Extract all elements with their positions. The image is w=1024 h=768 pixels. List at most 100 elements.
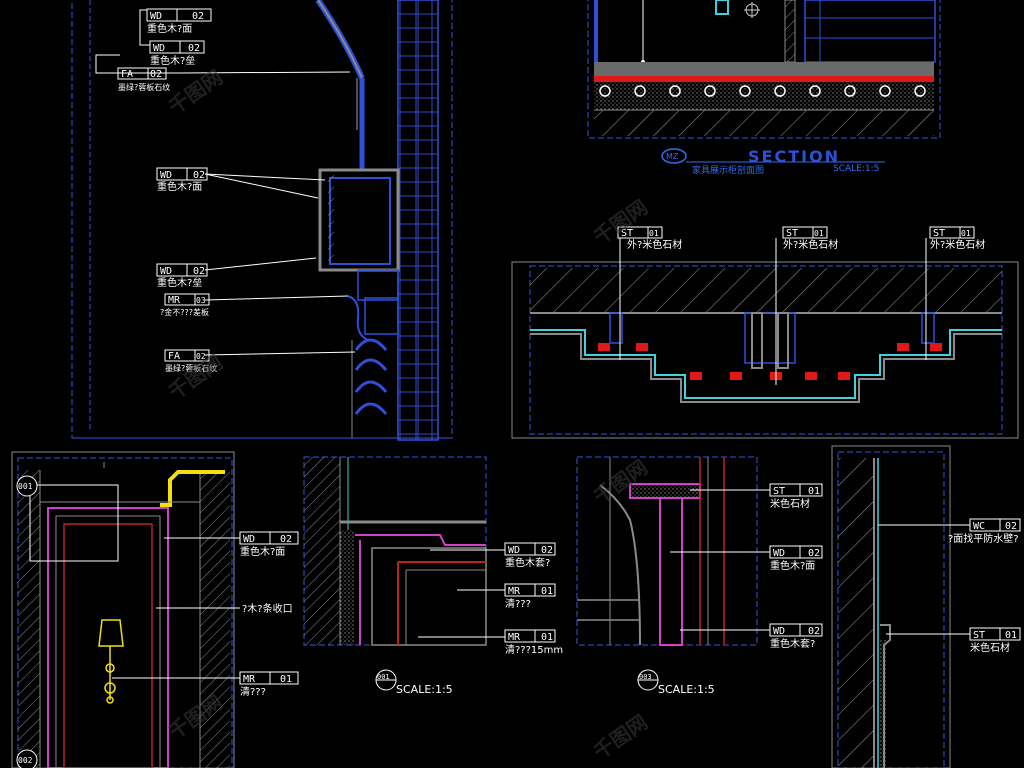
tag-num: 02	[808, 548, 820, 559]
callout-bubble-002: 002	[16, 749, 38, 768]
material-tag-wd02-door: WD 02 重色木?面	[239, 531, 299, 558]
material-tag-wd02-d003a: WD 02 重色木?面	[769, 545, 823, 572]
tag-code: ST	[973, 630, 985, 641]
tag-text: 重色木套?	[770, 637, 815, 650]
callout-id: 001	[18, 482, 33, 491]
detail-id: 003	[639, 673, 652, 681]
detail-scale: SCALE:1:5	[396, 683, 453, 696]
tag-code: WD	[773, 626, 785, 637]
tag-num: 01	[649, 229, 659, 238]
section-scale: SCALE:1:5	[833, 164, 879, 174]
tag-text: 清???15mm	[505, 643, 563, 656]
material-tag-mr01-d001b: MR 01 清???15mm	[504, 629, 563, 656]
tag-text: 重色木?面	[157, 180, 202, 193]
tag-num: 02	[196, 352, 206, 361]
tag-code: WD	[243, 534, 255, 545]
tag-num: 02	[1005, 521, 1017, 532]
tag-text: 外?米色石材	[783, 238, 838, 251]
tag-code: WD	[773, 548, 785, 559]
material-tag-st01-wall: ST 01 米色石材	[969, 627, 1021, 654]
ceiling-leaders	[619, 238, 927, 385]
tag-text: 重色木?垒	[150, 54, 195, 67]
material-tag-st01-a: ST 01 外?米色石材	[617, 226, 682, 251]
tag-num: 02	[280, 534, 292, 545]
detail-003-drawing	[576, 456, 770, 646]
material-tag-st01-d003: ST 01 米色石材	[769, 483, 823, 510]
led-strip-markers	[598, 343, 942, 380]
door-elevation-detail: 001 002	[11, 451, 240, 768]
tag-num: 01	[961, 229, 971, 238]
section-title-block: MZ SECTION 家具展示柜剖面图 SCALE:1:5	[661, 147, 885, 176]
door-leaders	[112, 537, 240, 679]
tag-text: 米色石材	[970, 641, 1010, 654]
tag-num: 02	[150, 69, 162, 80]
detail-001-scale-label: 001 SCALE:1:5	[375, 669, 453, 696]
tag-text: 重色木?垒	[157, 276, 202, 289]
tag-num: 01	[541, 632, 553, 643]
material-tag-wd02-d001: WD 02 重色木套?	[504, 542, 556, 569]
tag-text: 墨绿?蓉板石纹	[118, 82, 170, 92]
callout-bubble-001: 001	[16, 475, 38, 497]
tag-code: FA	[168, 351, 180, 362]
tag-num: 02	[808, 626, 820, 637]
material-tag-wc02: WC 02 ?面找平防水壁?	[948, 518, 1021, 545]
watermark-text: 千图网	[589, 455, 652, 509]
tag-num: 01	[280, 674, 292, 685]
wall-lamp-icon	[98, 619, 124, 704]
material-tag-mr01-door: MR 01 清???	[239, 671, 299, 698]
material-tag-wd02-b: WD 02 重色木?垒	[149, 40, 205, 67]
material-tag-st01-b: ST 01 外?米色石材	[782, 226, 838, 251]
leader-lines	[95, 9, 356, 356]
tag-num: 01	[541, 586, 553, 597]
floor-heating-pipes	[599, 85, 926, 97]
tag-num: 02	[541, 545, 553, 556]
material-tag-fa02-a: FA 02 墨绿?蓉板石纹	[117, 67, 170, 92]
tag-code: ST	[773, 486, 785, 497]
tag-text: 重色木套?	[505, 556, 550, 569]
tag-text: 清???	[240, 685, 266, 698]
tag-num: 01	[808, 486, 820, 497]
floor-section-detail	[587, 0, 941, 139]
detail-id: 001	[377, 673, 390, 681]
tag-text: 重色木?面	[240, 545, 285, 558]
tag-text: 米色石材	[770, 497, 810, 510]
material-tag-wd02-c: WD 02 重色木?面	[156, 167, 208, 193]
tag-text: 外?米色石材	[930, 238, 985, 251]
tag-code: ST	[786, 228, 798, 239]
tag-code: WD	[150, 11, 162, 22]
material-tag-mr03: MR 03 ?金不???差板	[160, 293, 210, 317]
tag-code: WD	[160, 266, 172, 277]
tag-text: 墨绿?蓉板石纹	[165, 363, 217, 373]
tag-code: ST	[933, 228, 945, 239]
detail-001-drawing	[303, 456, 505, 646]
tag-code: WC	[973, 521, 985, 532]
tag-text: 清???	[505, 597, 531, 610]
tag-code: MR	[508, 632, 521, 643]
tag-code: WD	[508, 545, 520, 556]
tag-code: ST	[621, 228, 633, 239]
watermark-text: 千图网	[589, 710, 652, 764]
tag-text: ?面找平防水壁?	[948, 532, 1019, 545]
material-tag-st01-c: ST 01 外?米色石材	[929, 226, 985, 251]
tag-code: MR	[508, 586, 521, 597]
tag-code: MR	[243, 674, 256, 685]
tag-num: 01	[1005, 630, 1017, 641]
material-tag-wd02-a: WD 02 重色木?面	[146, 8, 212, 35]
detail-003-scale-label: 003 SCALE:1:5	[637, 669, 715, 696]
tag-num: 01	[814, 229, 824, 238]
tag-num: 02	[193, 170, 205, 181]
tag-text: 外?米色石材	[627, 238, 682, 251]
tag-code: WD	[160, 170, 172, 181]
arch-section-detail	[71, 0, 453, 441]
tag-code: WD	[153, 43, 165, 54]
material-tag-fa02-b: FA 02 墨绿?蓉板石纹	[164, 349, 217, 373]
tag-num: 02	[188, 43, 200, 54]
tag-code: FA	[121, 69, 133, 80]
tag-text: ?金不???差板	[160, 307, 209, 317]
material-tag-wd02-d003b: WD 02 重色木套?	[769, 623, 823, 650]
tag-num: 03	[196, 296, 206, 305]
section-mark: MZ	[666, 152, 679, 161]
section-title: SECTION	[748, 147, 840, 166]
tag-num: 02	[193, 266, 205, 277]
